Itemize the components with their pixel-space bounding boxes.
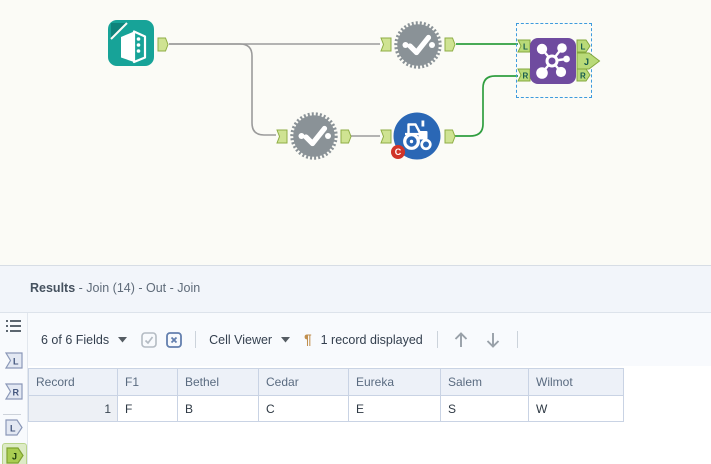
table-cell[interactable]: F — [117, 395, 178, 422]
tool-crew-macro[interactable] — [393, 112, 441, 165]
anchor-tabs-divider — [3, 414, 21, 415]
macro-top-output-anchor[interactable] — [444, 37, 456, 52]
fields-dropdown[interactable]: 6 of 6 Fields — [41, 332, 110, 347]
tool-macro-bottom[interactable] — [290, 112, 338, 165]
macro-gear-check-icon — [290, 112, 338, 160]
tractor-icon — [393, 112, 441, 160]
anchor-tab-output-l[interactable]: L — [5, 419, 23, 436]
cell-viewer-caret-icon[interactable] — [281, 336, 291, 343]
svg-text:L: L — [13, 357, 19, 367]
crew-output-anchor[interactable] — [444, 129, 456, 144]
column-header-salem[interactable]: Salem — [440, 368, 529, 396]
scroll-down-arrow[interactable] — [482, 329, 504, 351]
join-output-anchor-r[interactable]: R — [576, 68, 591, 82]
toolbar-separator — [516, 331, 518, 348]
metadata-list-icon[interactable] — [6, 320, 21, 332]
results-title-context: - Join (14) - Out - Join — [75, 281, 201, 295]
anchor-tab-input-r[interactable]: R — [4, 383, 23, 400]
table-cell[interactable]: C — [258, 395, 349, 422]
toolbar-separator — [436, 331, 438, 348]
column-header-wilmot[interactable]: Wilmot — [528, 368, 624, 396]
wire-crew-to-join-r[interactable] — [455, 75, 518, 137]
results-toolbar: 6 of 6 Fields Cell Viewer ¶ 1 record dis… — [28, 313, 711, 366]
anchor-tab-output-j-selected[interactable]: J — [2, 443, 27, 464]
results-panel-divider[interactable] — [0, 265, 711, 266]
tool-macro-top[interactable] — [394, 21, 442, 74]
results-anchor-sidebar: L R L J — [0, 313, 28, 464]
column-header-record[interactable]: Record — [28, 368, 118, 396]
crew-c-badge: C — [391, 145, 405, 159]
svg-text:J: J — [12, 452, 17, 462]
table-cell[interactable]: E — [348, 395, 441, 422]
tool-text-input[interactable] — [108, 20, 154, 71]
table-cell[interactable]: W — [528, 395, 624, 422]
join-icon — [530, 38, 576, 84]
results-header: Results - Join (14) - Out - Join — [0, 266, 711, 313]
deselect-all-icon[interactable] — [166, 331, 182, 348]
column-header-cedar[interactable]: Cedar — [258, 368, 349, 396]
tool-join[interactable] — [530, 38, 576, 89]
scroll-up-arrow[interactable] — [450, 329, 472, 351]
fields-dropdown-caret-icon[interactable] — [118, 336, 128, 343]
macro-gear-check-icon — [394, 21, 442, 69]
svg-text:L: L — [581, 43, 586, 52]
table-cell[interactable]: B — [177, 395, 259, 422]
svg-text:L: L — [523, 43, 528, 52]
connection-wires — [169, 43, 518, 137]
macro-bottom-output-anchor[interactable] — [340, 129, 352, 144]
record-count-label: 1 record displayed — [320, 332, 423, 347]
column-header-f1[interactable]: F1 — [117, 368, 178, 396]
text-input-icon — [108, 20, 154, 66]
table-cell[interactable]: S — [440, 395, 529, 422]
macro-bottom-input-anchor[interactable] — [276, 129, 288, 144]
crew-input-anchor[interactable] — [380, 129, 392, 144]
results-title-bold: Results — [30, 281, 76, 295]
svg-text:R: R — [580, 72, 586, 81]
results-title: Results - Join (14) - Out - Join — [30, 281, 200, 295]
select-all-checkbox-icon[interactable] — [141, 331, 157, 348]
join-output-anchor-l[interactable]: L — [576, 39, 591, 53]
text-input-output-anchor[interactable] — [157, 37, 169, 52]
column-header-bethel[interactable]: Bethel — [177, 368, 259, 396]
svg-text:L: L — [10, 424, 16, 434]
workflow-canvas[interactable]: C L R — [0, 0, 711, 265]
join-input-anchor-l[interactable]: L — [517, 39, 531, 53]
anchor-tab-input-l[interactable]: L — [4, 352, 23, 369]
show-whitespace-toggle[interactable]: ¶ — [304, 332, 312, 347]
column-header-eureka[interactable]: Eureka — [348, 368, 441, 396]
svg-text:R: R — [13, 388, 20, 398]
toolbar-separator — [195, 331, 197, 348]
join-output-anchor-j[interactable]: J — [576, 52, 601, 70]
cell-viewer-dropdown[interactable]: Cell Viewer — [209, 332, 273, 347]
wire-textinput-to-macro-bottom[interactable] — [169, 43, 276, 136]
record-number-cell[interactable]: 1 — [28, 395, 118, 422]
join-input-anchor-r[interactable]: R — [517, 68, 531, 82]
svg-text:J: J — [584, 57, 589, 67]
macro-top-input-anchor[interactable] — [380, 37, 392, 52]
svg-text:R: R — [523, 72, 529, 81]
